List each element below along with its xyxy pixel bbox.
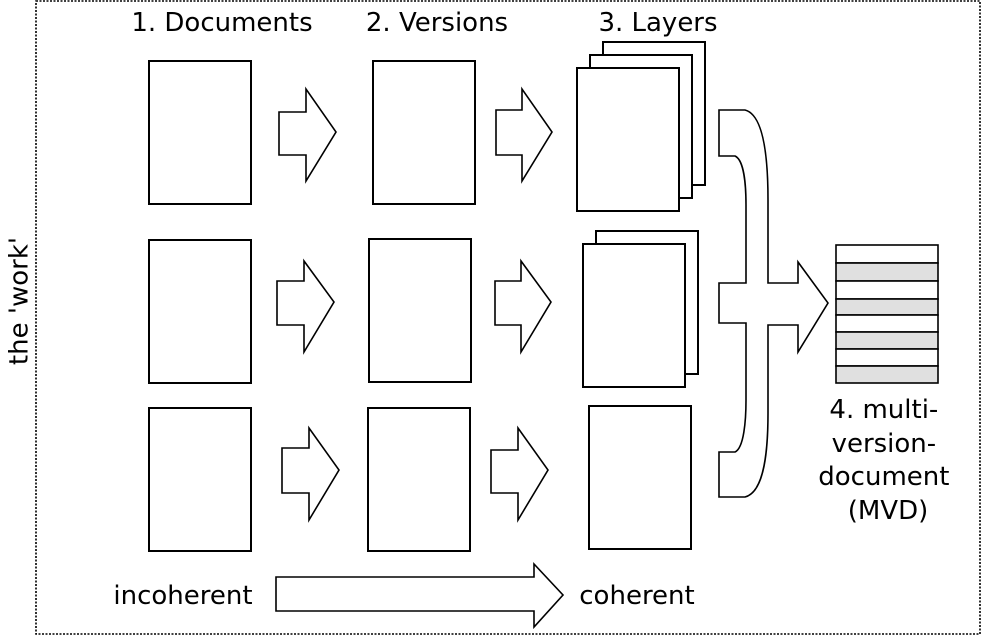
column-title-documents: 1. Documents — [131, 8, 312, 38]
document-page — [148, 407, 252, 552]
mvd-label: 4. multi- version- document (MVD) — [818, 395, 957, 526]
column-title-layers: 3. Layers — [598, 8, 717, 38]
version-page — [368, 238, 472, 383]
document-page — [148, 239, 252, 384]
merge-arrow-icon — [718, 109, 829, 498]
layer-page — [588, 405, 692, 550]
arrow-right-icon — [281, 425, 340, 523]
side-label: the 'work' — [5, 237, 35, 365]
long-arrow-right-icon — [275, 561, 565, 630]
mvd-label-line: document — [818, 462, 949, 492]
layer-stack — [576, 41, 706, 212]
mvd-stack — [835, 244, 939, 384]
mvd-label-line: (MVD) — [848, 496, 929, 526]
column-title-versions: 2. Versions — [366, 8, 508, 38]
version-page — [367, 407, 471, 552]
arrow-right-icon — [495, 86, 553, 184]
work-frame — [35, 0, 981, 635]
layer-stack — [582, 230, 699, 388]
document-page — [148, 60, 252, 205]
incoherent-label: incoherent — [113, 581, 252, 611]
arrow-right-icon — [278, 86, 337, 184]
mvd-label-line: 4. multi- — [829, 395, 938, 425]
coherent-label: coherent — [579, 581, 694, 611]
mvd-label-line: version- — [832, 429, 937, 459]
arrow-right-icon — [276, 258, 335, 355]
arrow-right-icon — [490, 425, 549, 523]
version-page — [372, 60, 476, 205]
arrow-right-icon — [494, 258, 552, 355]
